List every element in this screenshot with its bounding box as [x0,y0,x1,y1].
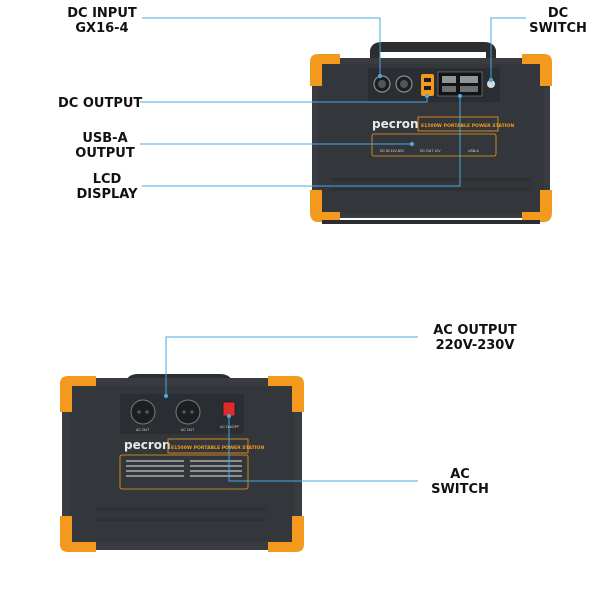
top-corner-tl [310,54,340,86]
bottom-corner-br [268,516,304,552]
dc-switch-button [487,80,495,88]
ac-output-callout: AC OUTPUT 220V-230V [430,323,520,353]
top-model-banner: E1500W PORTABLE POWER STATION [421,123,514,129]
top-handle [370,42,496,60]
ac-switch-text: AC ON/OFF [220,425,239,429]
top-lower-panel [371,133,497,157]
dc-input-port-2 [395,75,413,93]
usb-a-output-callout: USB-A OUTPUT [70,131,140,161]
top-port-label-2: DC OUT 12V [420,149,441,153]
bottom-model-banner: E1500W PORTABLE POWER STATION [171,445,264,451]
bottom-socket-panel [120,394,244,434]
bottom-spec-panel [119,454,249,490]
dc-input-label: DC INPUT GX16-4 [67,6,137,36]
ac-socket-label-2: AC OUT [181,428,195,432]
top-corner-br [522,190,552,222]
top-model-banner-box [417,116,499,132]
lcd-display-callout: LCD DISPLAY [72,172,142,202]
ac-switch-button [222,401,236,417]
top-front-panel [368,68,500,102]
bottom-corner-tl [60,376,96,412]
bottom-body [62,378,302,550]
ac-switch-callout: AC SWITCH [428,467,492,497]
dc-output-label: DC OUTPUT [58,96,143,111]
bottom-power-station: AC OUT AC OUT AC ON/OFF pecron E1500W PO… [60,374,304,552]
dc-switch-label: DC SWITCH [529,6,587,36]
top-power-station: pecron E1500W PORTABLE POWER STATION DC … [310,42,552,224]
bottom-handle [124,374,234,394]
lcd-display-label: LCD DISPLAY [76,172,138,202]
ac-socket-2 [175,399,201,425]
lcd-screen [437,71,483,97]
top-corner-tr [522,54,552,86]
dc-switch-callout: DC SWITCH [528,6,588,36]
top-brand: pecron [372,117,419,131]
callout-lines [140,17,526,482]
ac-socket-label-1: AC OUT [136,428,150,432]
dc-output-callout: DC OUTPUT [58,96,142,111]
bottom-brand: pecron [124,438,171,452]
top-body [312,58,550,218]
ac-socket-1 [130,399,156,425]
dc-output-port [421,74,434,96]
ac-output-label: AC OUTPUT 220V-230V [433,323,517,353]
bottom-corner-bl [60,516,96,552]
top-port-label-3: USB-A [468,149,479,153]
bottom-corner-tr [268,376,304,412]
usb-a-output-label: USB-A OUTPUT [75,131,135,161]
dc-input-callout: DC INPUT GX16-4 [62,6,142,36]
ac-switch-label: AC SWITCH [431,467,489,497]
top-corner-bl [310,190,340,222]
dc-input-port-1 [373,75,391,93]
top-port-label-1: DC IN 12V-60V [380,149,405,153]
